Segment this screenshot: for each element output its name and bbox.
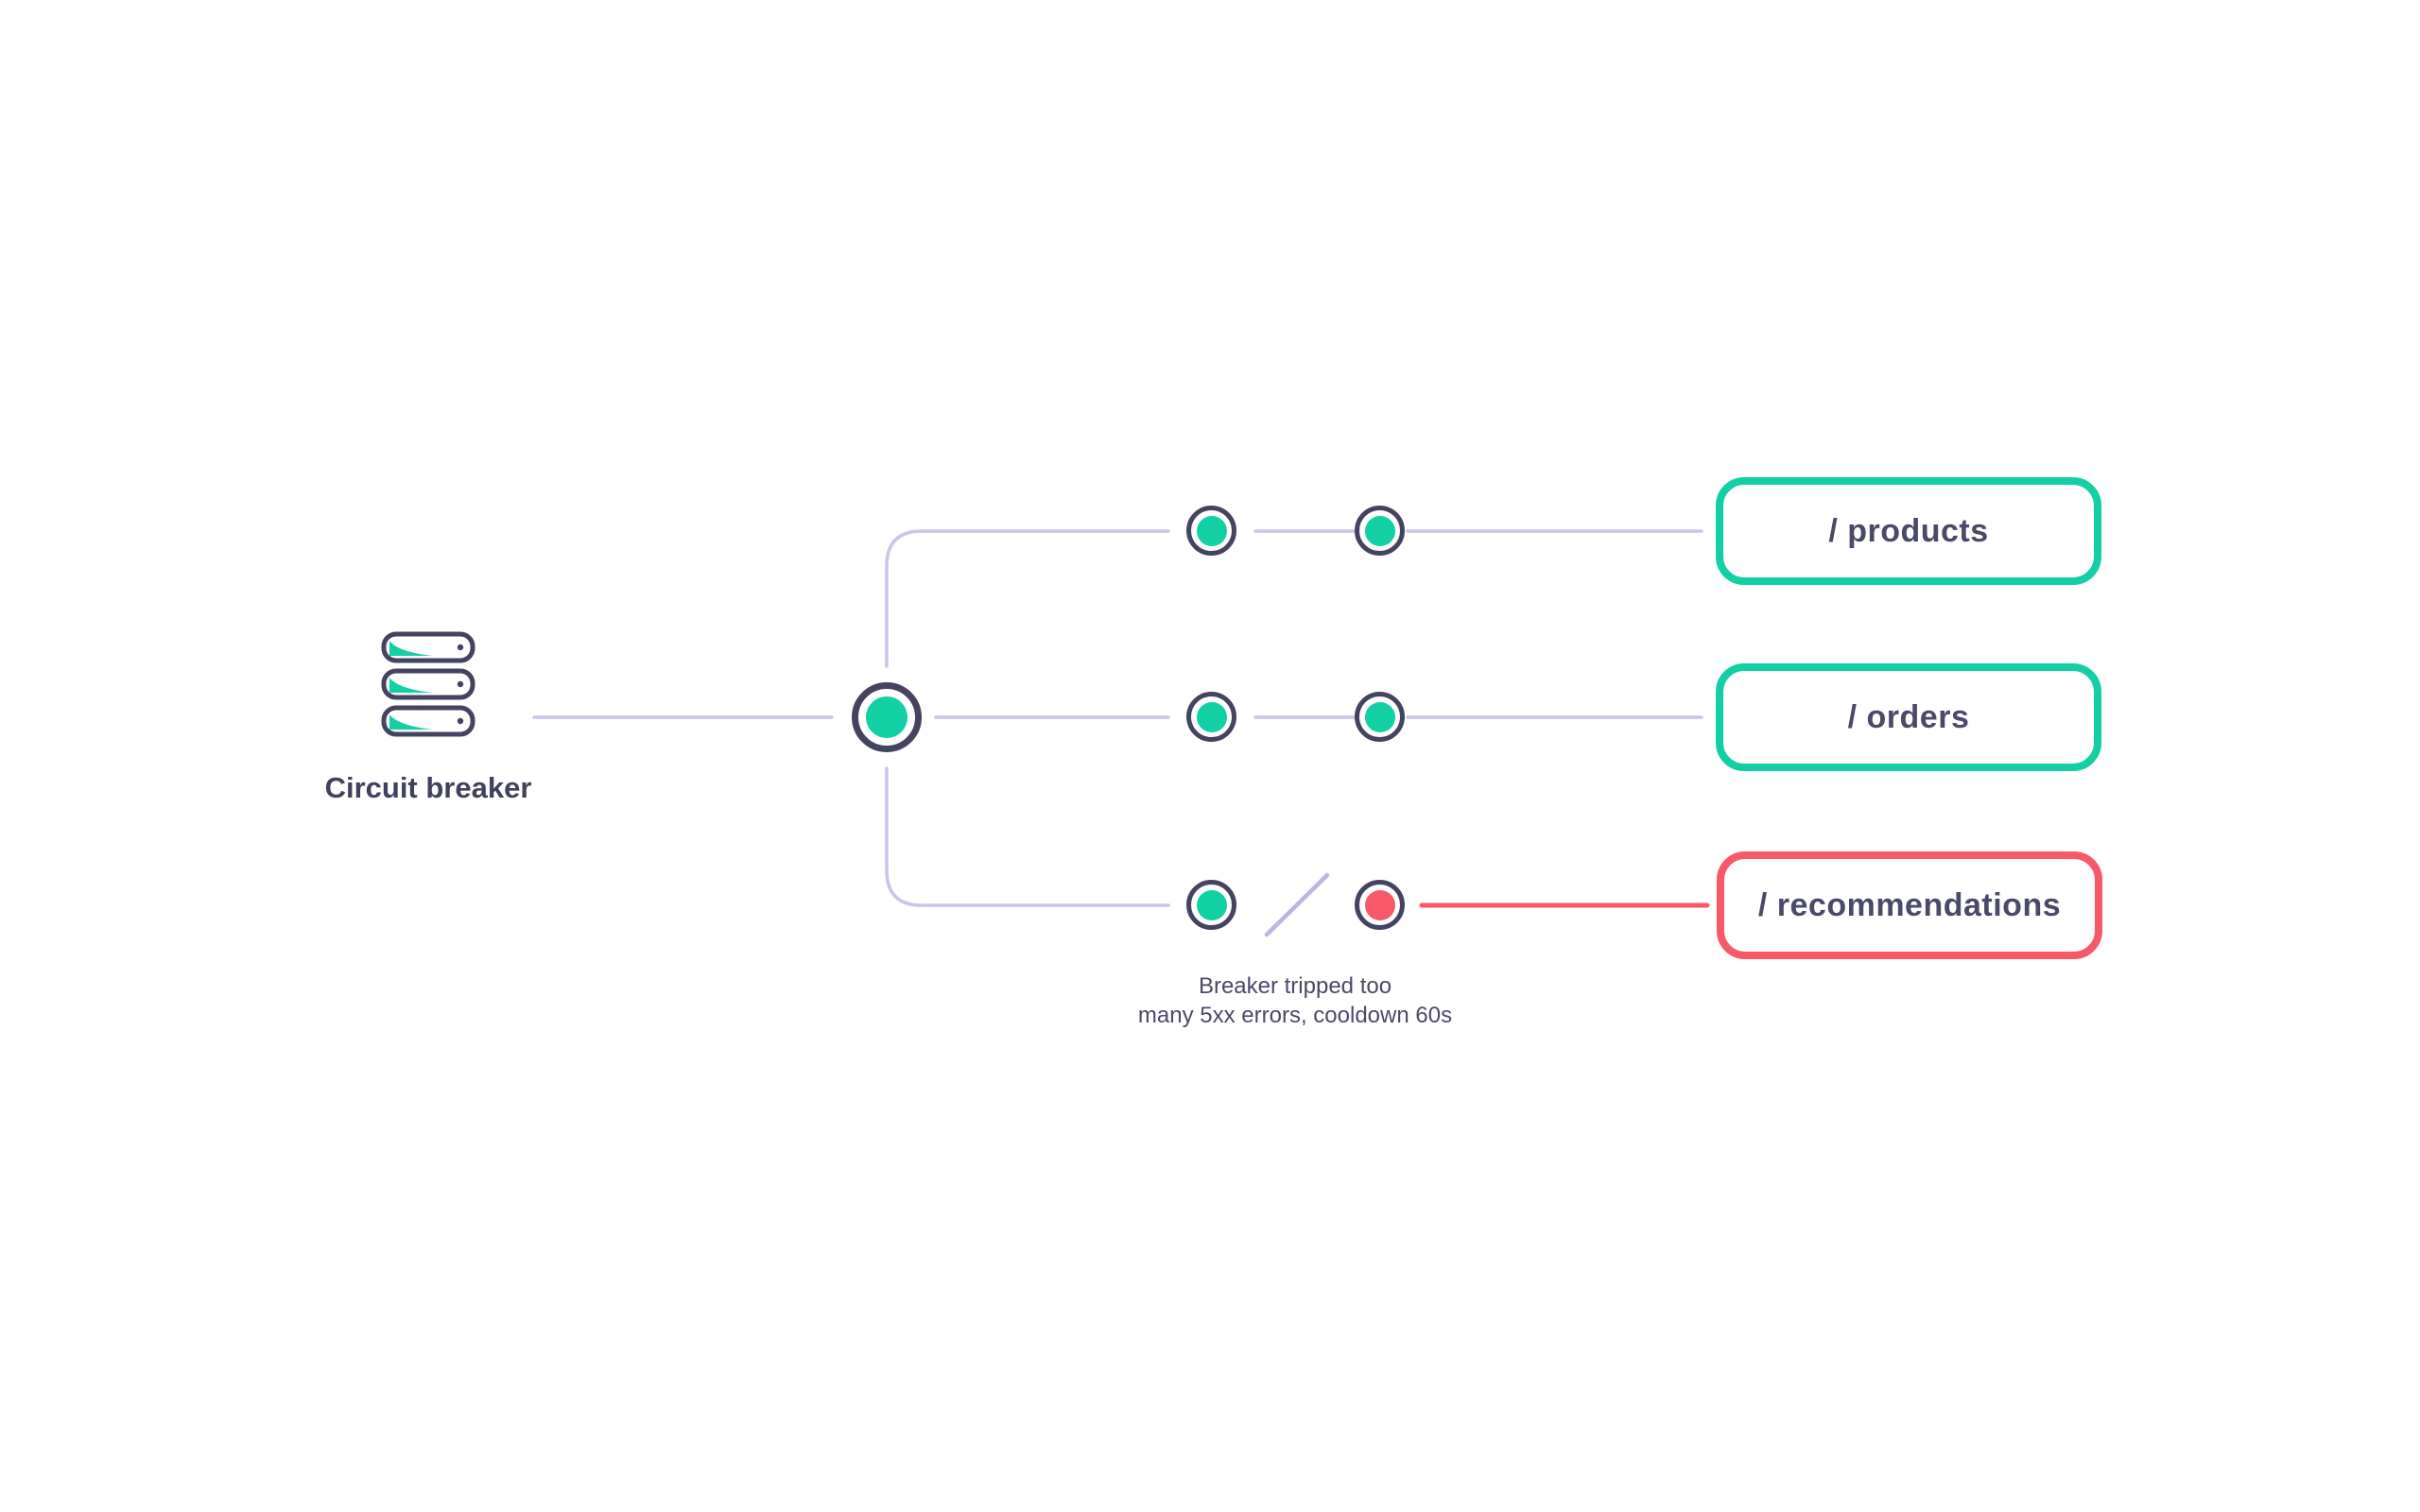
- endpoint-orders: / orders: [1716, 663, 2101, 771]
- wire-breaker-to-products-branch: [885, 529, 1170, 668]
- endpoint-recommendations: / recommendations: [1717, 851, 2102, 959]
- recommendations-node-1-status-dot: [1196, 889, 1227, 920]
- breaker-node-status-dot: [866, 696, 908, 738]
- caption-line-1: Breaker tripped too: [1198, 973, 1392, 999]
- open-switch-slash: [1264, 872, 1330, 937]
- server-stack-icon: [381, 631, 475, 737]
- recommendations-node-2-error-dot: [1364, 889, 1395, 920]
- products-node-2-status-dot: [1364, 515, 1395, 546]
- orders-node-1-status-dot: [1196, 701, 1227, 732]
- products-node-1: [1186, 506, 1236, 556]
- source-label: Circuit breaker: [324, 771, 532, 804]
- products-node-1-status-dot: [1196, 515, 1227, 546]
- recommendations-node-1: [1186, 880, 1236, 930]
- wire-breaker-to-recommendations-branch: [885, 766, 1170, 907]
- endpoint-products: / products: [1716, 477, 2101, 585]
- orders-node-1: [1186, 692, 1236, 742]
- caption-line-2: many 5xx errors, cooldown 60s: [1137, 1003, 1453, 1028]
- orders-node-2-status-dot: [1364, 701, 1395, 732]
- breaker-tripped-caption: Breaker tripped too many 5xx errors, coo…: [1087, 971, 1503, 1030]
- orders-node-2: [1355, 692, 1405, 742]
- breaker-node: [852, 682, 922, 752]
- recommendations-node-2: [1355, 880, 1405, 930]
- products-node-2: [1355, 506, 1405, 556]
